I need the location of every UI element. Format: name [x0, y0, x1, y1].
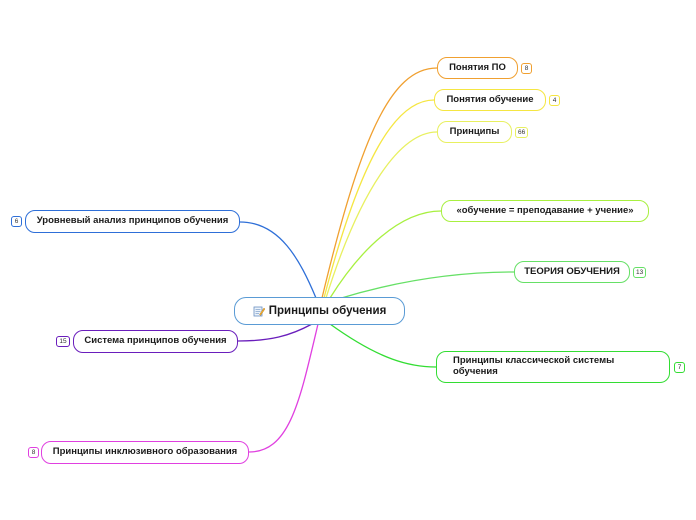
node-ponyatiya-po[interactable]: Понятия ПО [437, 57, 518, 79]
link-klassicheskaya-sistema [329, 323, 437, 368]
link-inklyuzivnoe [248, 323, 319, 453]
node-label: Понятия обучение [446, 93, 534, 105]
count-badge[interactable]: 15 [56, 336, 70, 347]
central-topic[interactable]: Принципы обучения [234, 297, 405, 325]
node-label: Система принципов обучения [84, 335, 227, 347]
node-label: Принципы [449, 125, 500, 137]
node-sistema-printsipov[interactable]: Система принципов обучения [73, 330, 238, 353]
link-sistema-printsipov [237, 323, 313, 342]
count-badge[interactable]: 6 [11, 216, 22, 227]
count-badge[interactable]: 13 [633, 267, 647, 278]
count-badge[interactable]: 8 [521, 63, 532, 74]
node-urovnevyi-analiz[interactable]: Уровневый анализ принципов обучения [25, 210, 240, 233]
link-ponyatiya-obuchenie [323, 99, 435, 299]
link-ponyatiya-po [321, 67, 438, 299]
count-badge[interactable]: 7 [674, 362, 685, 373]
node-label: «обучение = преподавание + учение» [456, 204, 634, 216]
node-klassicheskaya-sistema[interactable]: Принципы классической системы обучения [436, 351, 670, 383]
count-badge[interactable]: 66 [515, 127, 529, 138]
node-teoriya-obucheniya[interactable]: ТЕОРИЯ ОБУЧЕНИЯ [514, 261, 630, 283]
node-label: ТЕОРИЯ ОБУЧЕНИЯ [524, 265, 620, 277]
node-inklyuzivnoe[interactable]: Принципы инклюзивного образования [41, 441, 249, 464]
memo-pencil-icon [253, 305, 265, 317]
node-printsipy[interactable]: Принципы [437, 121, 512, 143]
count-badge[interactable]: 4 [549, 95, 560, 106]
link-printsipy [325, 131, 438, 299]
node-ponyatiya-obuchenie[interactable]: Понятия обучение [434, 89, 546, 111]
node-label: Уровневый анализ принципов обучения [36, 215, 229, 227]
node-label: Понятия ПО [449, 61, 506, 73]
central-topic-label: Принципы обучения [268, 305, 387, 317]
count-badge[interactable]: 8 [28, 447, 39, 458]
link-obuchenie-formula [329, 210, 442, 299]
node-label: Принципы инклюзивного образования [52, 446, 238, 458]
link-teoriya-obucheniya [337, 271, 515, 300]
link-urovnevyi-analiz [239, 221, 317, 299]
node-obuchenie-formula[interactable]: «обучение = преподавание + учение» [441, 200, 649, 222]
node-label: Принципы классической системы обучения [453, 355, 615, 377]
